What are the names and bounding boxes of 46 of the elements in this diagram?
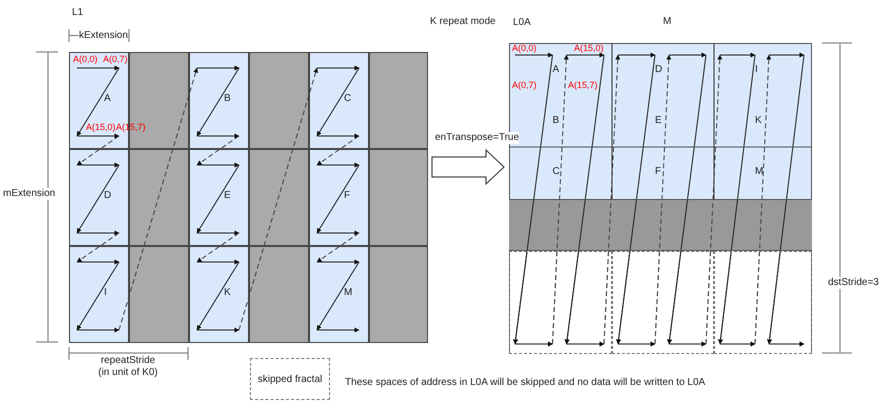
fractal-cell: C (309, 52, 369, 149)
coordinate-label: A(0,7) (103, 54, 128, 64)
fractal-cell: M (309, 246, 369, 343)
gap-cell (129, 149, 189, 246)
fractal-label: C (552, 166, 560, 178)
edge-label: enTranspose=True (435, 132, 520, 144)
skipped-region (714, 251, 812, 354)
fractal-label: K (755, 115, 762, 127)
legend-key-box: skipped fractal (250, 358, 330, 400)
coordinate-label: A(0,0) (73, 54, 98, 64)
gap-cell (249, 246, 309, 343)
gap-cell (129, 246, 189, 343)
gap-cell (369, 149, 428, 246)
dimension-label: mExtension (3, 188, 56, 200)
panel-title: L0A (513, 17, 531, 29)
mode-label: K repeat mode (430, 16, 496, 28)
fractal-cell: K (189, 246, 249, 343)
fractal-cell: E (189, 149, 249, 246)
fractal-label: M (755, 166, 764, 178)
skipped-region (612, 251, 714, 354)
gap-cell (249, 52, 309, 149)
fractal-cell: F (309, 149, 369, 246)
fractal-cell: B (189, 52, 249, 149)
coordinate-label: A(15,0) (86, 122, 116, 132)
fractal-label: D (655, 64, 662, 76)
fractal-label: B (552, 115, 560, 127)
panel-title: L1 (72, 7, 84, 19)
fractal-label: F (655, 166, 662, 178)
coordinate-label: A(0,7) (512, 80, 537, 90)
fractal-cell: D (69, 149, 129, 246)
dimension-label: repeatStride (in unit of K0) (97, 355, 159, 379)
fractal-label: I (755, 64, 758, 76)
block-arrow (432, 148, 505, 186)
dimension-label: dstStride=3 (828, 277, 879, 289)
padding-band (509, 199, 812, 251)
fractal-cell: I (69, 246, 129, 343)
coordinate-label: A(15,0) (574, 43, 604, 53)
fractal-label: E (655, 115, 662, 127)
gap-cell (369, 52, 428, 149)
coordinate-label: A(15,7) (568, 80, 598, 90)
fractal-label: A (552, 64, 560, 76)
skipped-region (509, 251, 612, 354)
gap-cell (369, 246, 428, 343)
gap-cell (249, 149, 309, 246)
note-text: These spaces of address in L0A will be skipped and no data will be written to L0A (345, 377, 706, 389)
coordinate-label: A(0,0) (512, 43, 537, 53)
